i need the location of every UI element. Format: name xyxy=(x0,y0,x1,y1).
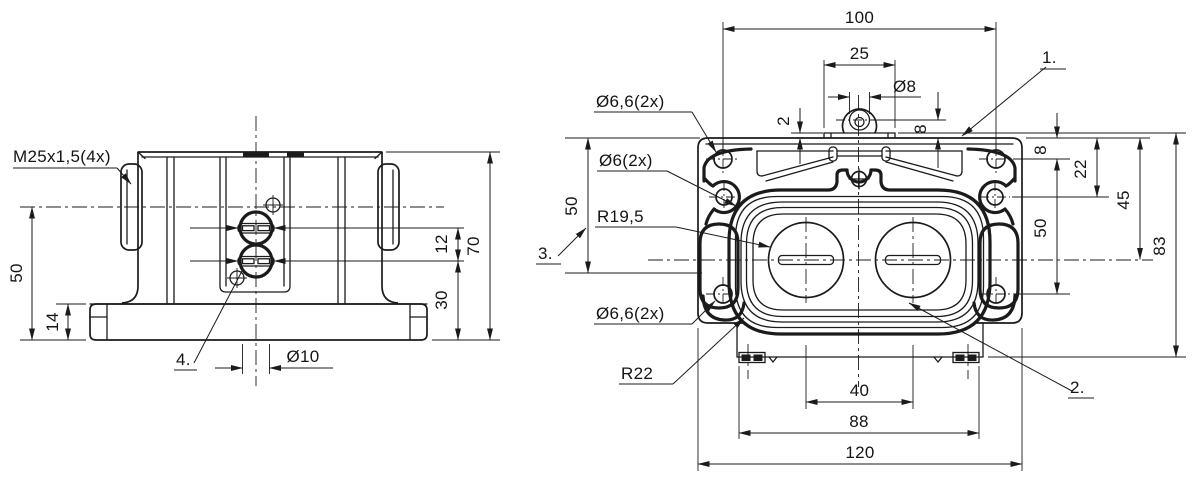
dim-83: 83 xyxy=(1150,132,1179,358)
dim-22-label: 22 xyxy=(1071,159,1090,179)
dim-22: 22 xyxy=(1071,137,1100,198)
front-view-dimensions: 50 14 12 30 70 xyxy=(7,147,500,374)
dim-100-label: 100 xyxy=(845,8,874,27)
balloon-4: 4. xyxy=(174,270,243,371)
bracket-bottom-right xyxy=(972,294,1017,322)
lobe-right xyxy=(978,222,1020,310)
front-view-geometry xyxy=(20,116,464,386)
dim-12-label: 12 xyxy=(432,234,451,254)
top-view-callouts: Ø6,6(2x) Ø6(2x) R19,5 Ø6,6(2x) R22 xyxy=(536,48,1094,399)
thread-callout: M25x1,5(4x) xyxy=(13,147,132,185)
dim-88: 88 xyxy=(738,366,980,439)
dim-45: 45 xyxy=(1114,137,1143,260)
dim-12-screws: 12 xyxy=(432,227,461,262)
balloon-2: 2. xyxy=(908,302,1094,399)
body-stadium-outline xyxy=(727,168,992,336)
callout-dia6-label: Ø6(2x) xyxy=(599,151,653,170)
callout-r22: R22 xyxy=(619,317,745,385)
dim-88-label: 88 xyxy=(849,412,869,431)
callout-r19-5: R19,5 xyxy=(595,207,771,248)
dim-dia8: Ø8 xyxy=(828,77,921,114)
top-view-geometry xyxy=(648,95,1153,387)
balloon-1-label: 1. xyxy=(1042,48,1057,67)
dim-30-label: 30 xyxy=(432,290,451,310)
dim-70-height: 70 xyxy=(386,151,500,341)
dim-8-right: 8 xyxy=(1031,113,1060,155)
dim-14-label: 14 xyxy=(43,312,62,332)
top-view-dimensions: 100 25 Ø8 2 xyxy=(562,8,1186,471)
base-flange xyxy=(89,303,428,341)
small-holes xyxy=(709,182,1010,212)
balloon-3: 3. xyxy=(536,227,587,265)
pocket-right xyxy=(885,150,963,182)
callout-dia6: Ø6(2x) xyxy=(597,151,737,207)
callout-dia66-bottom-label: Ø6,6(2x) xyxy=(596,304,665,323)
dim-50-left-label: 50 xyxy=(562,196,581,216)
balloon-4-label: 4. xyxy=(176,350,191,369)
dim-120: 120 xyxy=(697,328,1023,471)
front-view: 50 14 12 30 70 xyxy=(7,116,500,386)
dim-83-label: 83 xyxy=(1150,236,1169,256)
corner-holes xyxy=(706,142,1013,311)
dim-50-right-label: 50 xyxy=(1031,218,1050,238)
dim-8-top: 8 xyxy=(871,92,946,168)
dim-25-label: 25 xyxy=(850,44,870,63)
dim-40-label: 40 xyxy=(850,381,870,400)
callout-dia66-bottom: Ø6,6(2x) xyxy=(594,300,716,325)
callout-dia66-top: Ø6,6(2x) xyxy=(594,92,717,153)
gasket-mark-right xyxy=(287,152,304,157)
dim-50-label: 50 xyxy=(7,263,26,283)
cover-screw xyxy=(848,168,870,190)
dim-100: 100 xyxy=(722,8,997,149)
dim-40: 40 xyxy=(805,345,914,409)
dim-dia10: Ø10 xyxy=(215,344,333,374)
vent-hole-lower xyxy=(227,268,247,288)
dim-8-top-label: 8 xyxy=(911,124,930,134)
dim-50-right: 50 xyxy=(1031,158,1060,295)
balloon-2-label: 2. xyxy=(1070,378,1085,397)
dim-dia8-label: Ø8 xyxy=(893,77,916,96)
bracket-top-right xyxy=(966,147,1017,183)
thread-label: M25x1,5(4x) xyxy=(13,147,111,166)
bracket-top-left xyxy=(702,147,753,183)
callout-r19-5-label: R19,5 xyxy=(597,207,644,226)
callout-dia66-top-label: Ø6,6(2x) xyxy=(596,92,665,111)
top-view: 100 25 Ø8 2 xyxy=(536,8,1186,471)
cable-gland-left xyxy=(120,163,143,251)
dim-14-base: 14 xyxy=(43,303,86,341)
dim-dia10-label: Ø10 xyxy=(286,347,319,366)
hook-right xyxy=(978,177,1016,226)
dim-25: 25 xyxy=(823,44,896,128)
vent-hole-upper xyxy=(263,195,283,215)
pocket-left xyxy=(756,150,834,182)
dim-45-label: 45 xyxy=(1114,190,1133,210)
flange-plate xyxy=(697,137,1023,324)
balloon-1: 1. xyxy=(961,48,1066,137)
dim-8-right-label: 8 xyxy=(1031,145,1050,155)
callout-r22-label: R22 xyxy=(621,364,653,383)
dim-2-label: 2 xyxy=(774,116,793,126)
balloon-3-label: 3. xyxy=(538,244,553,263)
dim-50-left: 50 xyxy=(562,137,702,274)
dim-120-label: 120 xyxy=(845,443,874,462)
dim-2: 2 xyxy=(774,108,823,164)
dim-50-height: 50 xyxy=(7,206,86,341)
tab-lug xyxy=(841,108,878,134)
mounting-tab xyxy=(823,108,896,139)
hook-left xyxy=(703,177,741,226)
dim-70-label: 70 xyxy=(464,236,483,256)
bottom-wall xyxy=(736,322,984,379)
